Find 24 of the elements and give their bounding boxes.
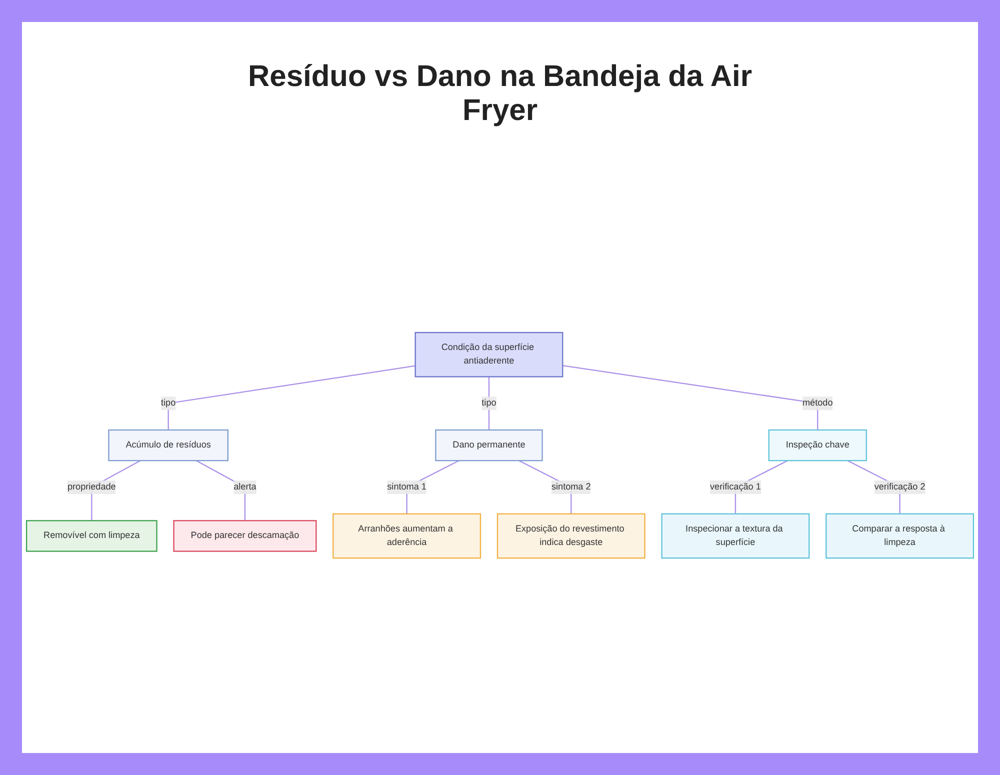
node-box: Acúmulo de resíduos	[108, 430, 228, 462]
node-box: Exposição do revestimento indica desgaste	[496, 514, 646, 559]
edge-label: verificação 2	[874, 482, 926, 492]
edge-label: propriedade	[67, 482, 116, 492]
node-box: Inspeção chave	[768, 430, 867, 462]
node-box: Arranhões aumentam a aderência	[332, 514, 482, 559]
edge-label: tipo	[482, 398, 496, 408]
node-box: Pode parecer descamação	[173, 520, 317, 552]
node-box: Condição da superfície antiaderente	[414, 332, 564, 378]
node-box: Dano permanente	[435, 430, 543, 462]
node-box: Removível com limpeza	[26, 520, 158, 552]
connector	[562, 365, 818, 430]
edge-label: tipo	[161, 398, 176, 408]
edge-label: sintoma 2	[551, 482, 591, 492]
edge-label: sintoma 1	[387, 482, 426, 492]
connector	[196, 460, 246, 521]
connector	[488, 376, 490, 430]
edge-label: alerta	[234, 482, 256, 492]
node-box: Inspecionar a textura da superfície	[661, 514, 810, 559]
edge-label: método	[802, 398, 833, 408]
node-box: Comparar a resposta à limpeza	[826, 514, 974, 559]
connector	[168, 365, 416, 430]
diagram-title: Resíduo vs Dano na Bandeja da Air Fryer	[246, 60, 753, 128]
edge-label: verificação 1	[710, 482, 761, 492]
